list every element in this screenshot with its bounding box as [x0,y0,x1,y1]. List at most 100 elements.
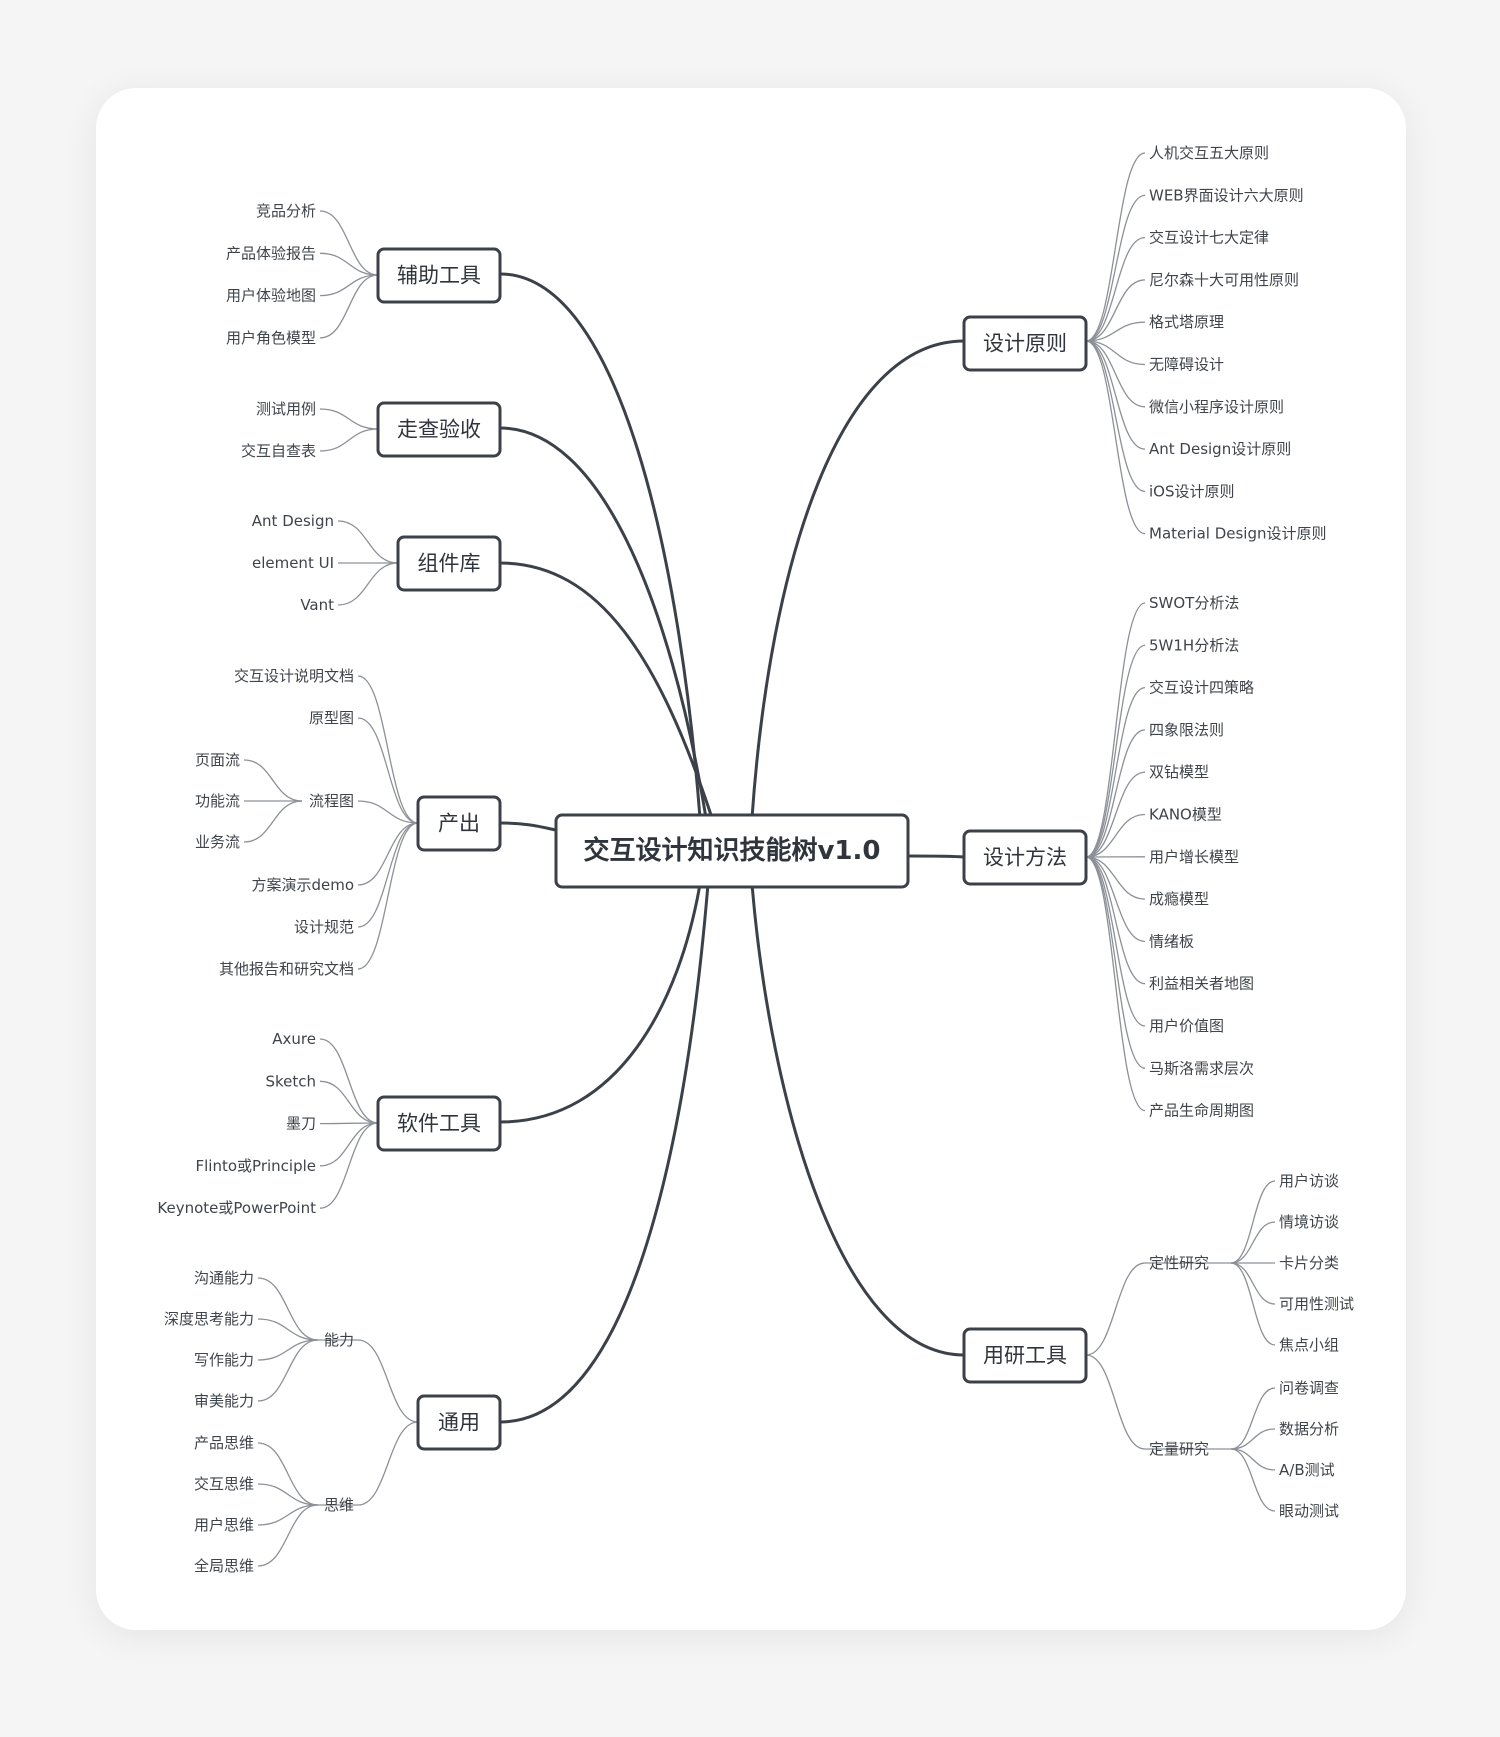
principle-item-link [1085,340,1146,535]
root-node-label: 交互设计知识技能树v1.0 [583,835,880,866]
node-research-tools-box [962,1327,1088,1384]
software-item: Flinto或Principle [196,1157,316,1175]
flowchart-item: 功能流 [195,792,240,810]
method-item: 四象限法则 [1149,721,1224,739]
node-general[interactable]: 通用 [416,1394,502,1451]
method-item-link [1085,729,1146,858]
link-output [499,821,557,832]
qualitative-item-link [1230,1221,1276,1264]
thinking-item-link [257,1504,319,1526]
method-item-link [1085,856,1146,1069]
ability-node: 能力 [324,1331,354,1349]
node-software-label: 软件工具 [397,1112,481,1136]
principle-item: Material Design设计原则 [1149,525,1327,543]
principle-item-link [1085,279,1146,342]
method-item: 交互设计四策略 [1149,679,1254,697]
software-item: Axure [272,1030,316,1048]
output-item: 流程图 [309,792,354,810]
thinking-item-link [257,1483,319,1506]
principle-item-link [1085,152,1146,342]
flowchart-item-link [243,759,303,802]
node-software[interactable]: 软件工具 [376,1095,502,1152]
principle-item: 人机交互五大原则 [1149,144,1269,162]
software-item: Keynote或PowerPoint [157,1199,316,1217]
output-item-link [357,822,419,886]
software-item-link [319,1122,379,1209]
output-item: 其他报告和研究文档 [219,960,354,978]
method-item: 用户价值图 [1149,1017,1224,1035]
principle-item-link [1085,340,1146,408]
qualitative-item: 焦点小组 [1279,1336,1339,1354]
quantitative-item: 数据分析 [1279,1420,1339,1438]
principle-item: 无障碍设计 [1149,356,1224,374]
method-item-link [1085,771,1146,858]
principle-item: Ant Design设计原则 [1149,440,1291,458]
node-walkthrough-label: 走查验收 [397,418,481,442]
node-walkthrough[interactable]: 走查验收 [376,401,502,458]
node-output[interactable]: 产出 [416,795,502,852]
software-item-link [319,1122,379,1167]
output-item: 交互设计说明文档 [234,667,354,685]
node-research-tools[interactable]: 用研工具 [962,1327,1088,1384]
root-node[interactable]: 交互设计知识技能树v1.0 [554,813,910,889]
node-component-lib[interactable]: 组件库 [396,535,502,592]
output-item: 设计规范 [294,918,354,936]
root-node-box [554,813,910,889]
qualitative-node: 定性研究 [1149,1254,1209,1272]
method-item: 成瘾模型 [1149,890,1209,908]
method-item: 马斯洛需求层次 [1149,1059,1254,1077]
method-item: SWOT分析法 [1149,594,1239,612]
component-item: Ant Design [252,512,334,530]
quantitative-item: 眼动测试 [1279,1502,1339,1520]
aux-item-link [319,274,379,339]
node-general-label: 通用 [438,1411,480,1435]
principle-item-link [1085,321,1146,342]
qualitative-item-link [1230,1262,1276,1346]
node-design-principles[interactable]: 设计原则 [962,315,1088,372]
link-component-lib [499,561,714,819]
method-item-link [1085,856,1146,985]
software-item-link [319,1038,379,1124]
software-item-link [319,1122,379,1125]
ability-item: 沟通能力 [194,1269,254,1287]
qualitative-item: 卡片分类 [1279,1254,1339,1272]
qualitative-item-link [1230,1262,1276,1305]
ability-item: 审美能力 [194,1392,254,1410]
ability-item-link [257,1277,319,1341]
aux-item: 用户体验地图 [226,287,316,305]
node-software-box [376,1095,502,1152]
method-item: 用户增长模型 [1149,848,1239,866]
method-item-link [1085,856,1146,900]
thinking-item: 产品思维 [194,1434,254,1452]
walkthrough-item-link [319,428,379,452]
principle-item: WEB界面设计六大原则 [1149,186,1304,204]
method-item-link [1085,856,1146,1112]
quantitative-item-link [1230,1448,1276,1471]
method-item: 产品生命周期图 [1149,1102,1254,1120]
aux-item-link [319,210,379,276]
output-item: 方案演示demo [251,876,354,894]
ability-item: 深度思考能力 [164,1310,254,1328]
output-item-link [357,717,419,824]
method-item-link [1085,856,1146,1027]
node-research-tools-label: 用研工具 [983,1344,1067,1368]
method-item-link [1085,686,1146,858]
quantitative-node: 定量研究 [1149,1440,1209,1458]
node-design-methods[interactable]: 设计方法 [962,829,1088,886]
thinking-item: 全局思维 [194,1557,254,1575]
output-item-link [357,800,419,824]
link-walkthrough [499,426,708,819]
principle-item-link [1085,236,1146,342]
link-software [499,883,702,1124]
flowchart-item: 业务流 [195,833,240,851]
flowchart-item-link [243,800,303,843]
node-aux-tools[interactable]: 辅助工具 [376,247,502,304]
aux-item: 竞品分析 [256,202,316,220]
link-research-tools [750,883,965,1357]
principle-item-link [1085,194,1146,342]
node-aux-tools-box [376,247,502,304]
node-output-box [416,795,502,852]
method-item: 双钻模型 [1149,763,1209,781]
walkthrough-item: 交互自查表 [241,442,316,460]
